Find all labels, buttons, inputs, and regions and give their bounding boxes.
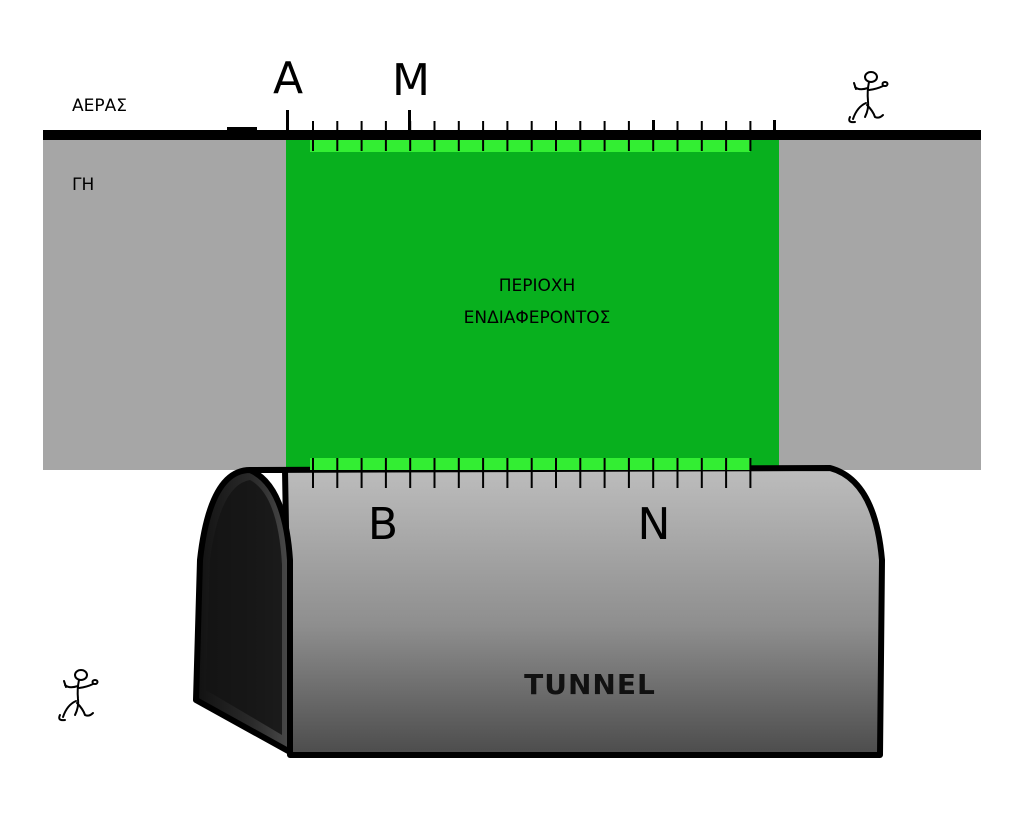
- stick-figure-icon: [848, 71, 889, 124]
- point-n-label: N: [638, 499, 671, 550]
- stick-figure-icon: [58, 669, 99, 722]
- tunnel-mouth-inner: [206, 480, 282, 735]
- marker-top-right-tick-1: [652, 120, 655, 132]
- marker-top-right-tick-2: [773, 120, 776, 132]
- point-b-label: B: [368, 499, 398, 550]
- point-a-label: A: [273, 53, 303, 104]
- top-electrode-ticks: [312, 121, 752, 151]
- point-m-label: M: [392, 55, 430, 106]
- top-electrode-strip: [310, 140, 750, 152]
- tunnel-label: TUNNEL: [524, 668, 656, 701]
- marker-m-tick: [408, 110, 411, 132]
- region-label-line2: ΕΝΔΙΑΦΕΡΟΝΤΟΣ: [464, 308, 611, 328]
- bottom-electrode-ticks: [312, 458, 752, 488]
- tunnel-body: [247, 465, 885, 758]
- bottom-electrode-strip: [310, 458, 750, 470]
- air-label: ΑΕΡΑΣ: [72, 96, 127, 116]
- surface-line-left-stub: [227, 127, 257, 130]
- marker-a-tick: [286, 110, 289, 132]
- region-label-line1: ΠΕΡΙΟΧΗ: [499, 276, 576, 296]
- ground-surface-line: [43, 130, 981, 140]
- ground-label: ΓΗ: [72, 175, 94, 195]
- region-of-interest: [286, 140, 779, 470]
